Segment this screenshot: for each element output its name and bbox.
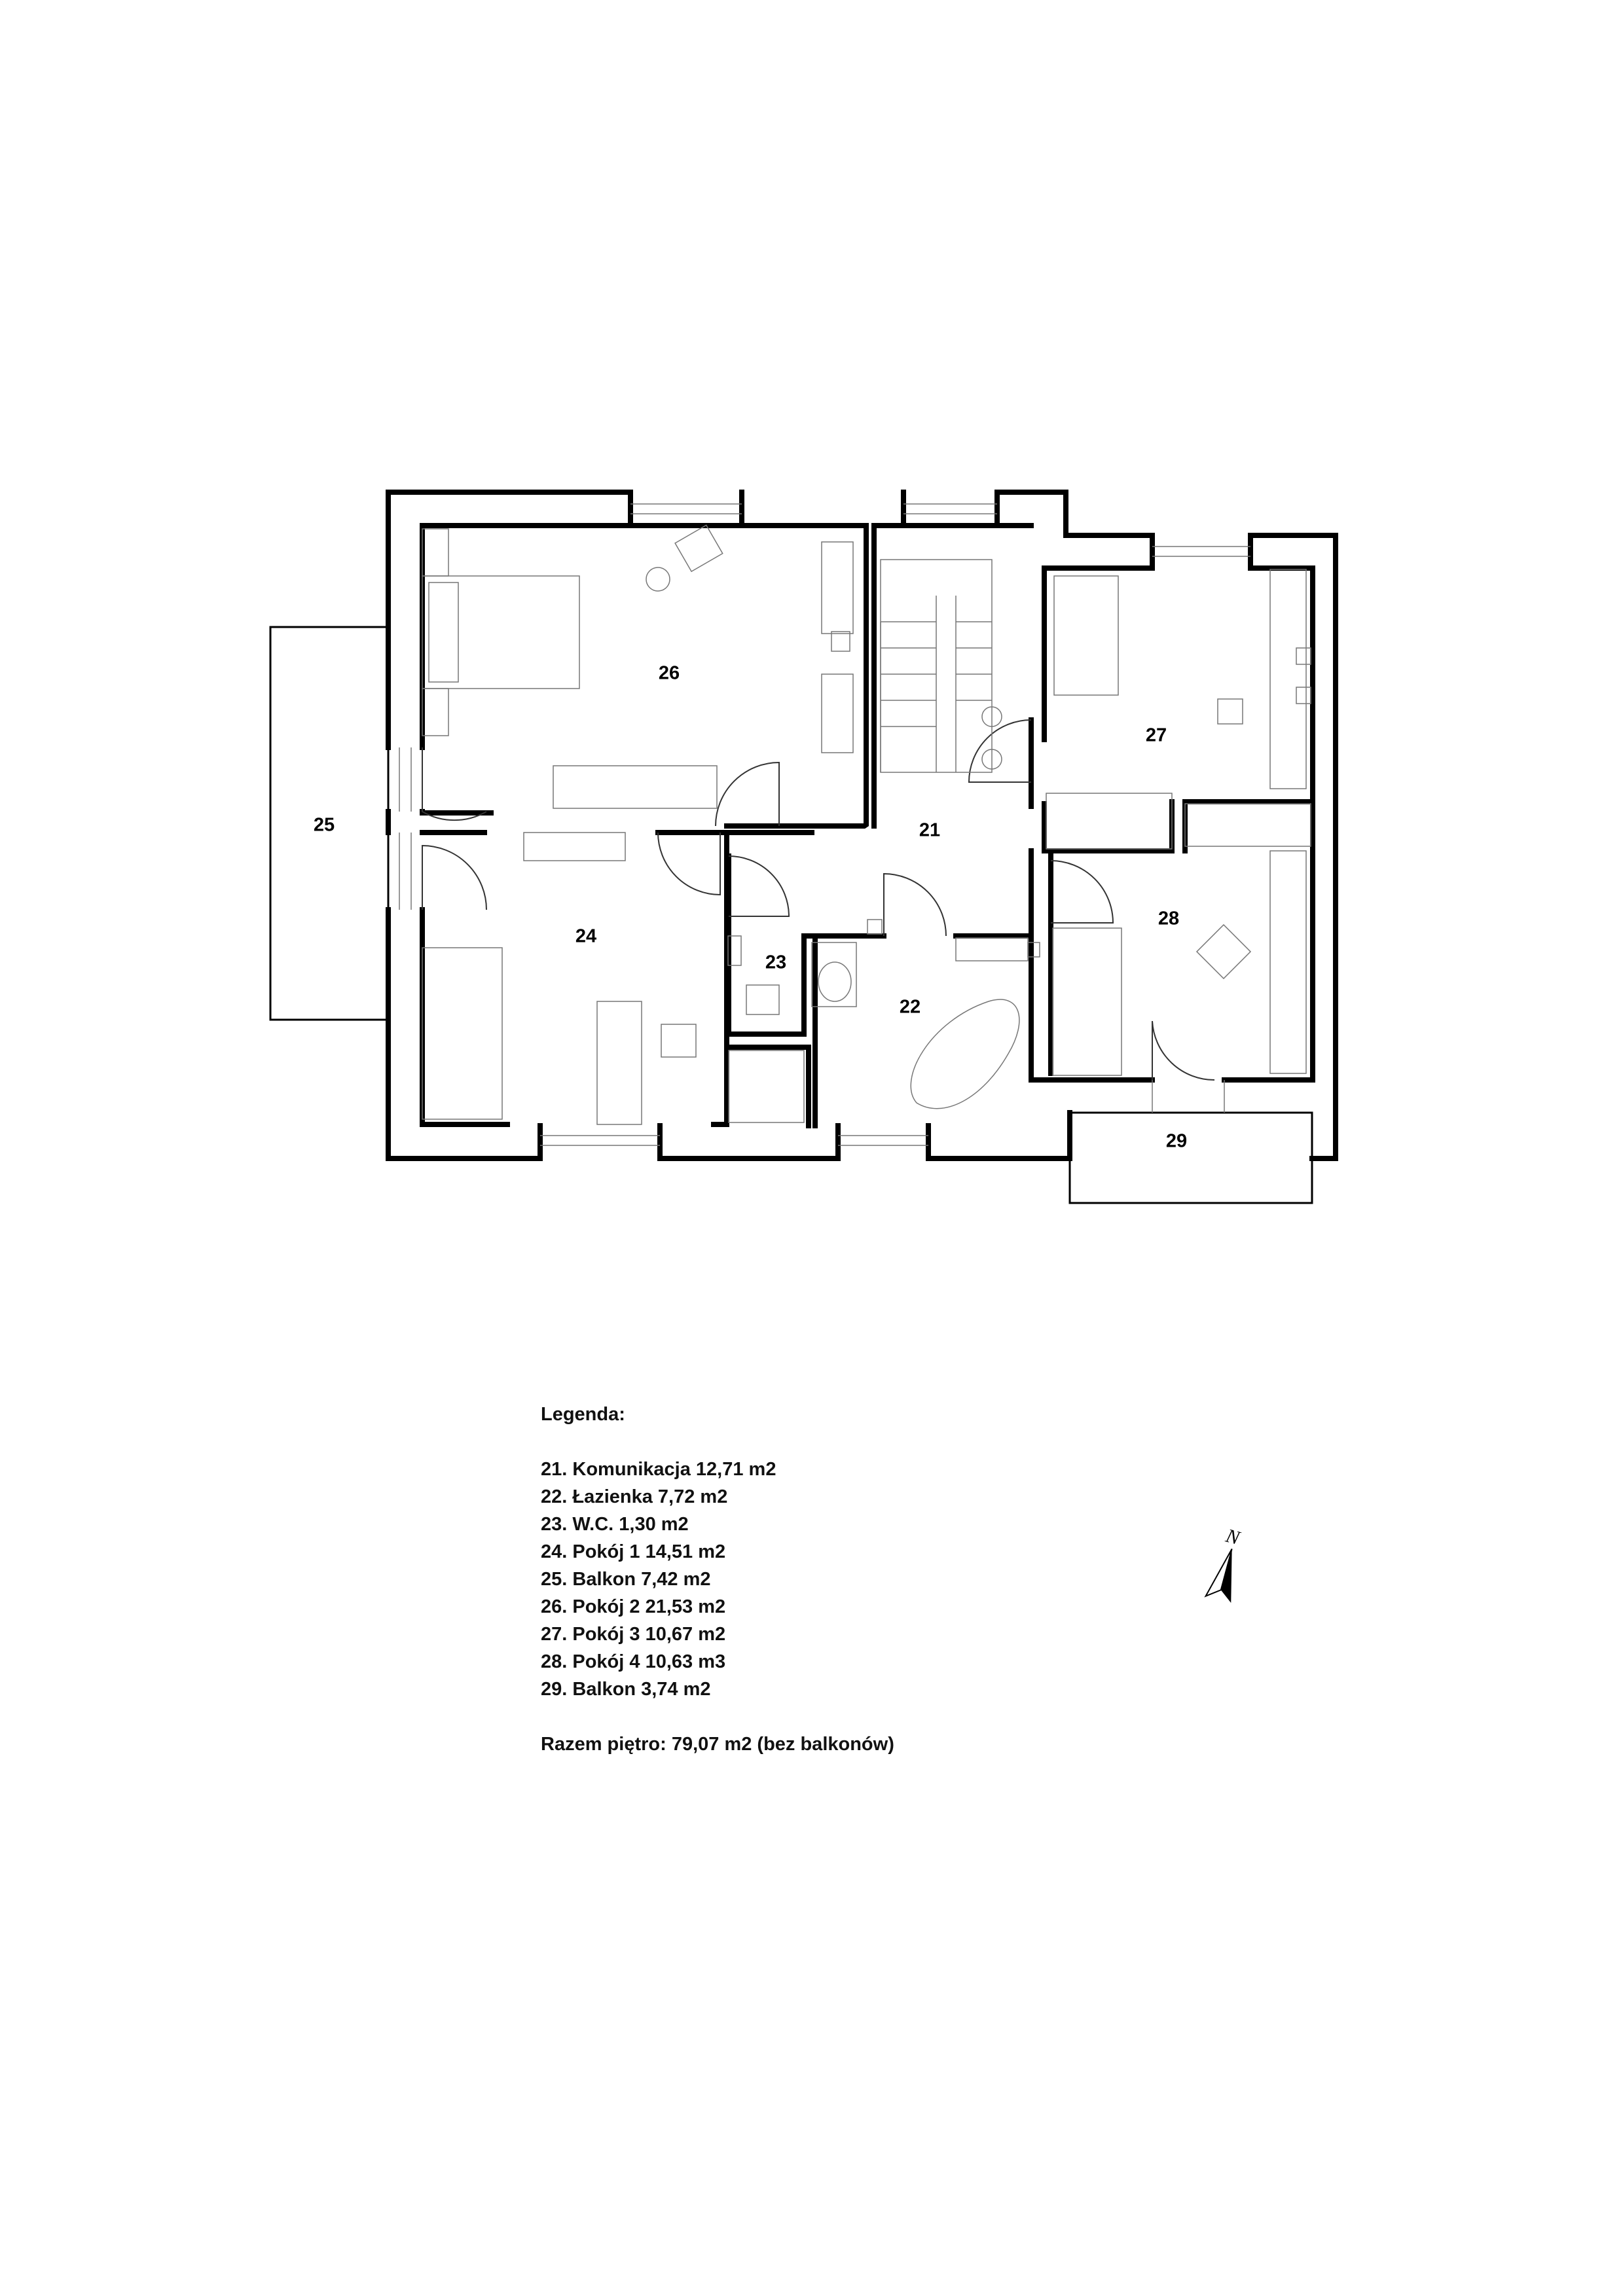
doors bbox=[422, 719, 1215, 1081]
legend-total: Razem piętro: 79,07 m2 (bez balkonów) bbox=[541, 1734, 894, 1755]
furniture-room-28 bbox=[1027, 850, 1307, 1076]
bathroom-fixtures bbox=[727, 919, 1029, 1123]
north-arrow-icon: N bbox=[1204, 1524, 1243, 1603]
legend-list: 21. Komunikacja 12,71 m2 22. Łazienka 7,… bbox=[541, 1456, 894, 1703]
room-label-23: 23 bbox=[765, 952, 786, 973]
legend-item: 28. Pokój 4 10,63 m3 bbox=[541, 1651, 726, 1672]
legend-item: 26. Pokój 2 21,53 m2 bbox=[541, 1596, 726, 1617]
legend-item: 21. Komunikacja 12,71 m2 bbox=[541, 1459, 776, 1480]
room-label-28: 28 bbox=[1158, 908, 1179, 929]
room-label-24: 24 bbox=[575, 926, 596, 947]
staircase bbox=[880, 559, 1002, 773]
legend-item: 29. Balkon 3,74 m2 bbox=[541, 1679, 711, 1700]
room-label-26: 26 bbox=[659, 663, 680, 684]
furniture-room-24 bbox=[422, 832, 697, 1125]
legend: Legenda: 21. Komunikacja 12,71 m2 22. Ła… bbox=[541, 1401, 894, 1758]
room-label-27: 27 bbox=[1146, 725, 1167, 746]
furniture-room-26 bbox=[422, 524, 854, 809]
legend-item: 24. Pokój 1 14,51 m2 bbox=[541, 1541, 726, 1562]
legend-item: 23. W.C. 1,30 m2 bbox=[541, 1514, 689, 1535]
north-label: N bbox=[1223, 1524, 1243, 1549]
legend-item: 27. Pokój 3 10,67 m2 bbox=[541, 1624, 726, 1645]
room-label-22: 22 bbox=[900, 997, 921, 1018]
windows bbox=[399, 503, 1250, 1146]
legend-item: 25. Balkon 7,42 m2 bbox=[541, 1569, 711, 1590]
room-label-21: 21 bbox=[919, 820, 940, 841]
legend-title: Legenda: bbox=[541, 1404, 625, 1425]
balcony-29 bbox=[1068, 1111, 1313, 1204]
interior-walls bbox=[420, 523, 1315, 1128]
furniture-room-27 bbox=[1046, 569, 1311, 850]
legend-item: 22. Łazienka 7,72 m2 bbox=[541, 1486, 728, 1507]
room-label-29: 29 bbox=[1166, 1131, 1187, 1152]
room-label-25: 25 bbox=[314, 815, 335, 836]
